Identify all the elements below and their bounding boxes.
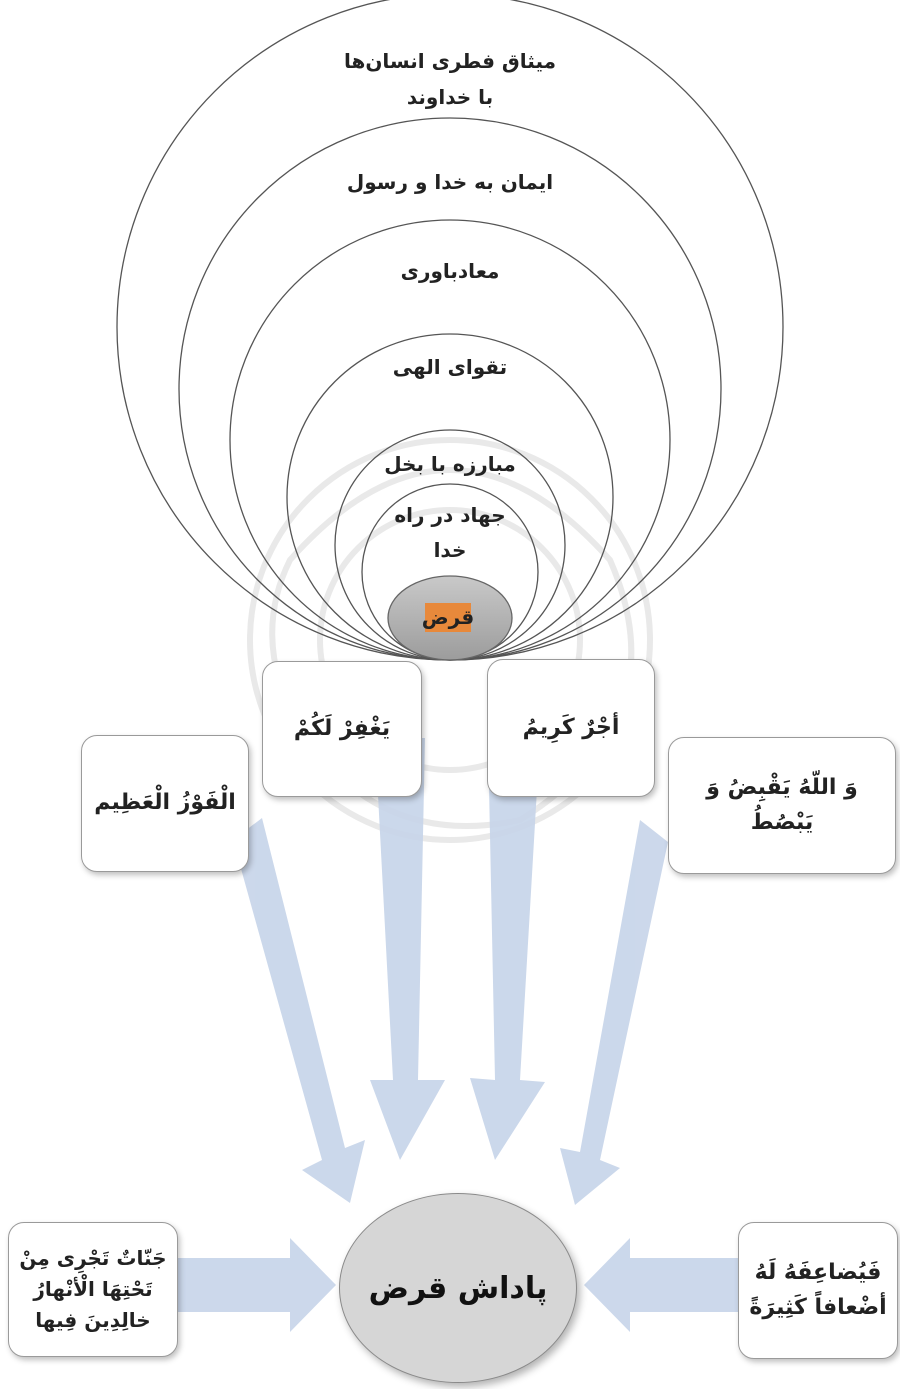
label-level-2: ایمان به خدا و رسول [347, 170, 553, 194]
arrow-from-fawz [233, 818, 365, 1203]
reward-box-fawz: الْفَوْزُ الْعَظِيم [81, 735, 249, 872]
arrow-from-yudaif [584, 1238, 738, 1332]
label-level-1-line-1: میثاق فطری انسان‌ها [344, 49, 556, 73]
label-level-3: معادباوری [401, 259, 500, 283]
circle-labels: میثاق فطری انسان‌ها با خداوند ایمان به خ… [344, 49, 556, 629]
reward-box-ajr: أجْرٌ كَرِيمُ [487, 659, 655, 797]
reward-box-yaghfir: يَغْفِرْ لَكُمْ [262, 661, 422, 797]
reward-box-yaqbid: وَ اللّهُ يَقْبِضُ وَ يَبْصُطُ [668, 737, 896, 874]
label-level-6-line-1: جهاد در راه [394, 503, 505, 527]
label-level-6-line-2: خدا [434, 538, 467, 562]
reward-center-circle: پاداش قرض [339, 1193, 577, 1383]
arrow-from-yaghfir [370, 738, 445, 1160]
core-highlight [425, 603, 471, 632]
label-level-4: تقوای الهی [393, 355, 507, 379]
reward-arrows [178, 738, 738, 1332]
reward-box-jannat: جَنّاتٌ تَجْرِى مِنْ تَحْتِهَا الْأنْهار… [8, 1222, 178, 1357]
core-label: قرض [422, 605, 474, 629]
arrow-from-yaqbid [560, 820, 668, 1205]
arrow-from-ajr [470, 738, 545, 1160]
arrow-from-jannat [178, 1238, 336, 1332]
reward-center-label: پاداش قرض [368, 1270, 548, 1306]
label-level-5: مبارزه با بخل [384, 452, 516, 476]
reward-box-yudaif: فَيُضاعِفَهُ لَهُ أضْعافاً كَثِيرَةً [738, 1222, 898, 1359]
label-level-1-line-2: با خداوند [407, 85, 493, 109]
